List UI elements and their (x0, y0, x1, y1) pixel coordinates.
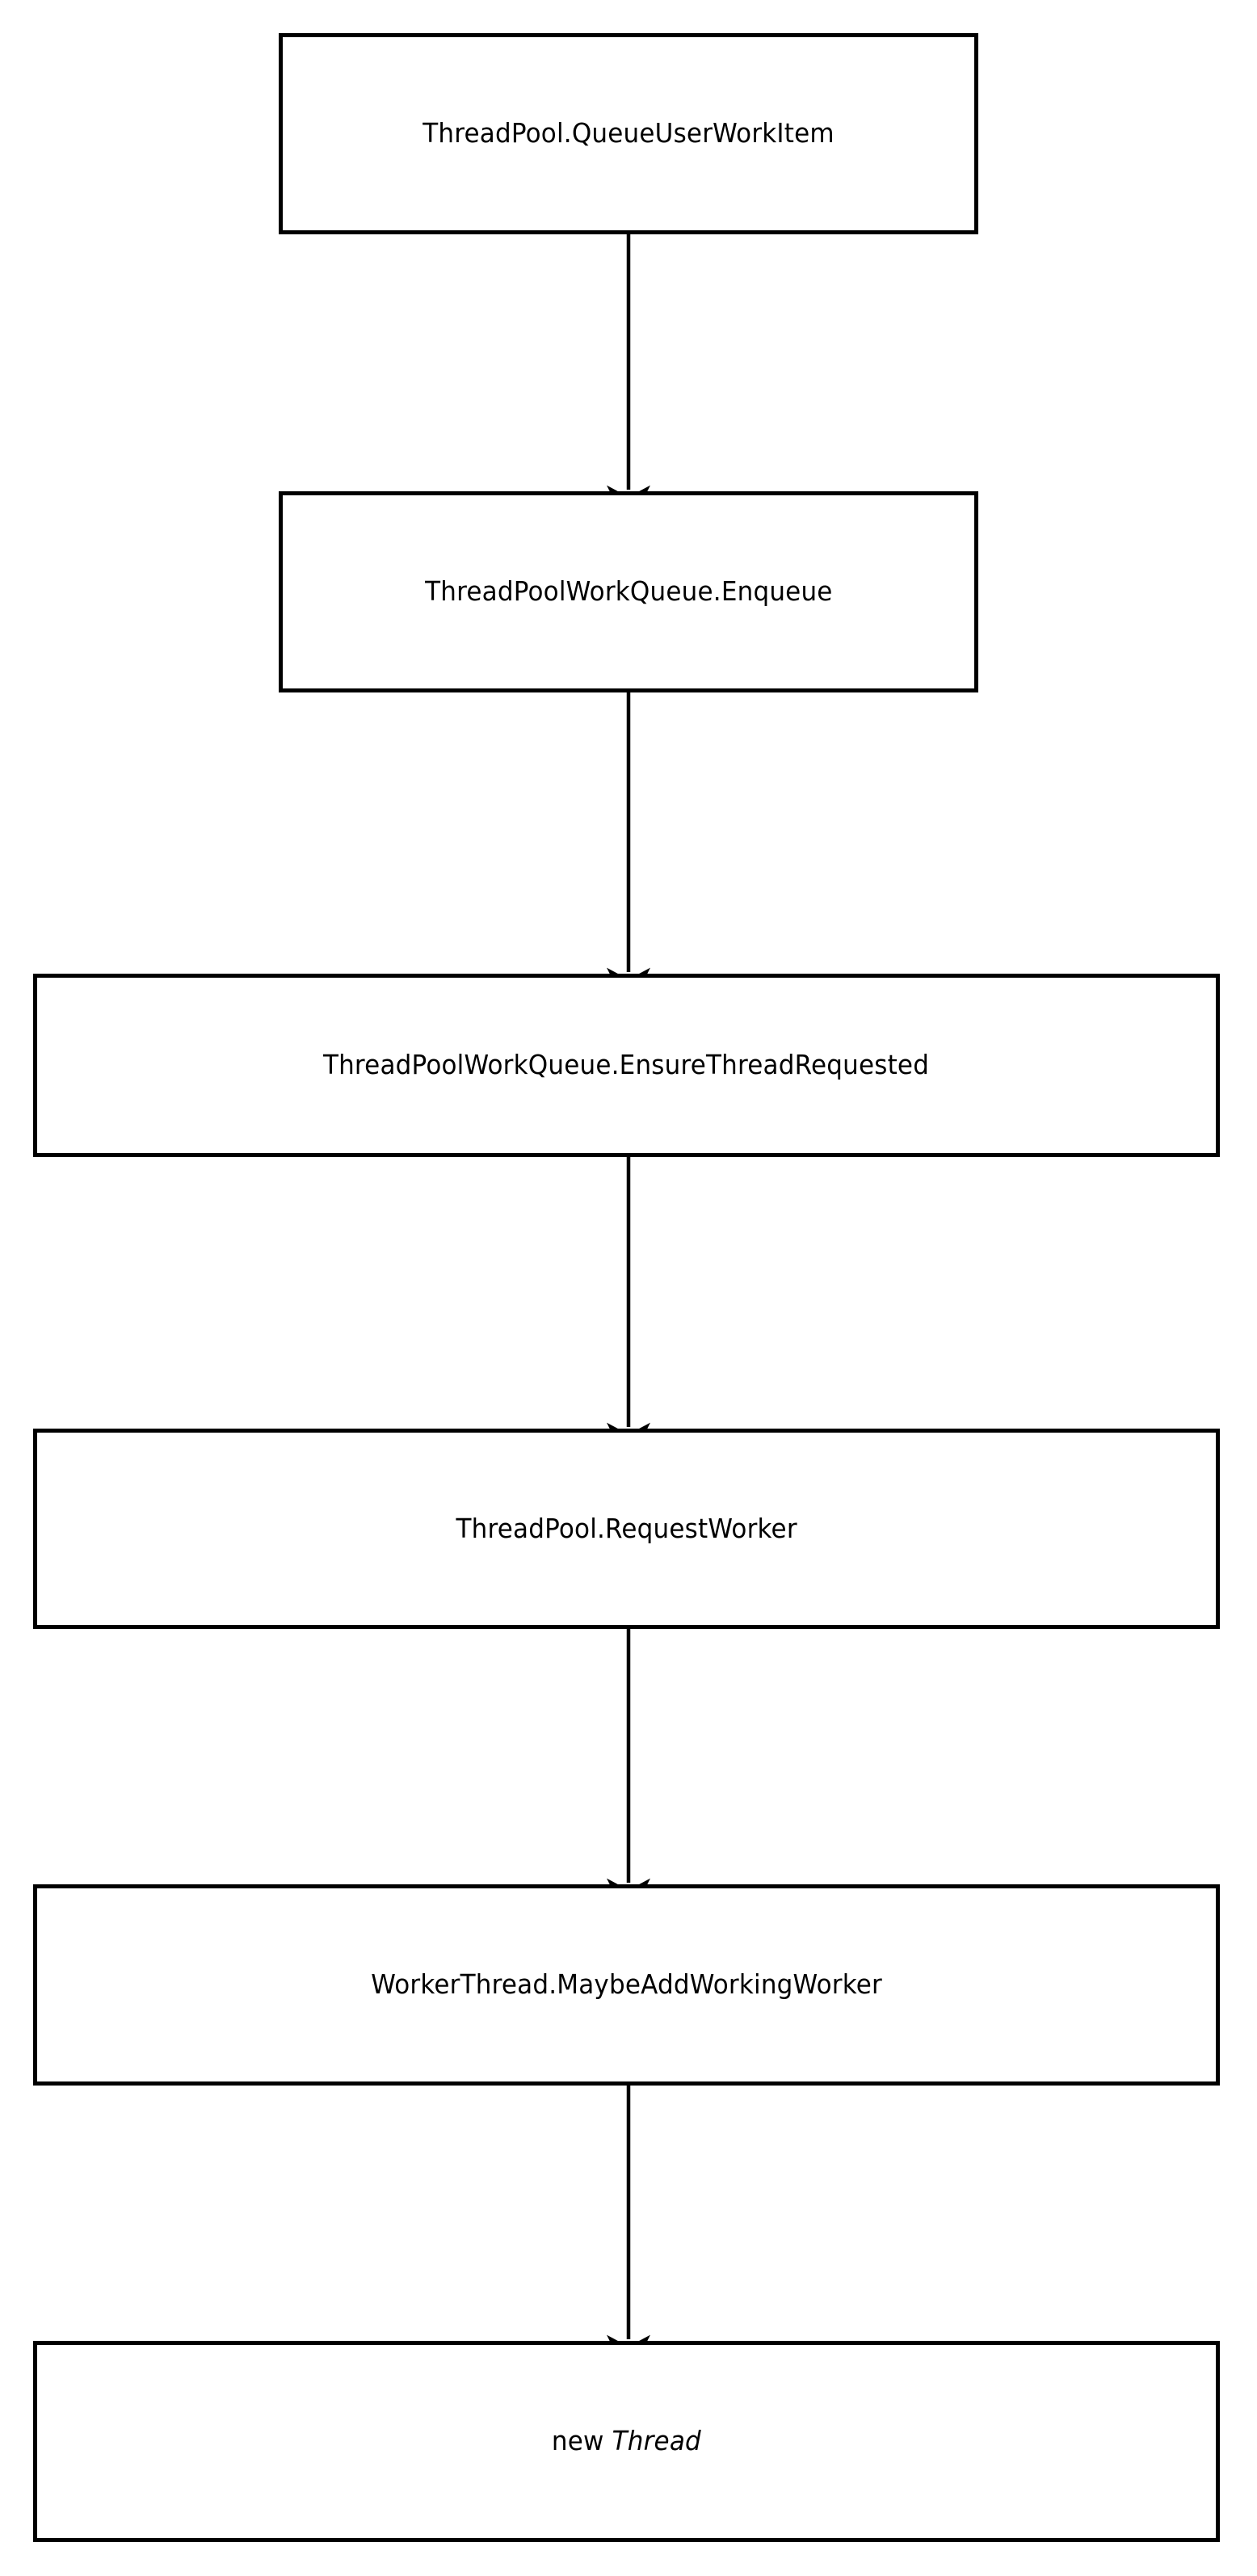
node-label: ThreadPool.RequestWorker (456, 1512, 797, 1544)
node-thread-pool-work-queue-ensure-thread-requested[interactable]: ThreadPoolWorkQueue.EnsureThreadRequeste… (33, 974, 1220, 1157)
node-new-thread[interactable]: new Thread (33, 2341, 1220, 2542)
node-thread-pool-queue-user-work-item[interactable]: ThreadPool.QueueUserWorkItem (279, 33, 978, 234)
node-label: new Thread (552, 2427, 701, 2456)
node-worker-thread-maybe-add-working-worker[interactable]: WorkerThread.MaybeAddWorkingWorker (33, 1884, 1220, 2086)
node-label-emphasis: Thread (612, 2425, 702, 2457)
node-label-prefix: new (551, 2425, 612, 2457)
node-thread-pool-request-worker[interactable]: ThreadPool.RequestWorker (33, 1429, 1220, 1629)
node-label: WorkerThread.MaybeAddWorkingWorker (371, 1968, 882, 2001)
node-label: ThreadPoolWorkQueue.Enqueue (424, 575, 833, 608)
node-thread-pool-work-queue-enqueue[interactable]: ThreadPoolWorkQueue.Enqueue (279, 491, 978, 692)
node-label: ThreadPool.QueueUserWorkItem (423, 117, 834, 149)
node-label: ThreadPoolWorkQueue.EnsureThreadRequeste… (323, 1049, 930, 1081)
